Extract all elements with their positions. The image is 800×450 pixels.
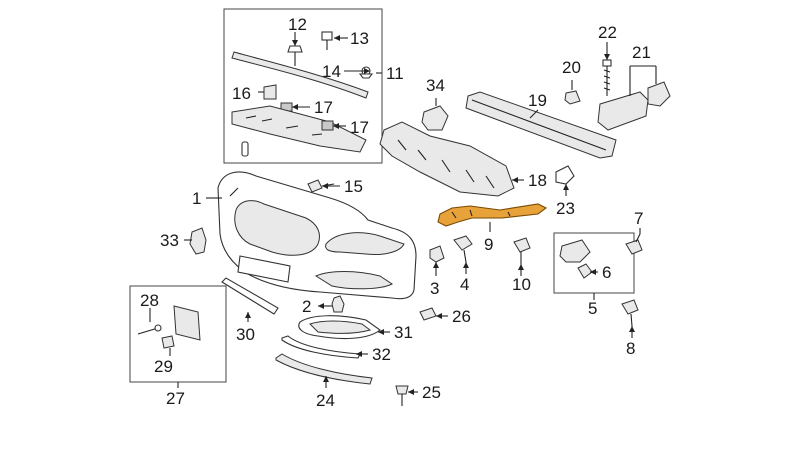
callout-2: 2 xyxy=(302,297,311,316)
callout-6: 6 xyxy=(602,263,611,282)
callout-30: 30 xyxy=(236,325,255,344)
callout-5: 5 xyxy=(588,299,597,318)
part-31-fog-bezel[interactable] xyxy=(298,315,381,339)
group-box-5 xyxy=(553,232,635,294)
callout-16: 16 xyxy=(232,84,251,103)
callout-27: 27 xyxy=(166,389,185,408)
part-28-screw[interactable] xyxy=(137,324,162,335)
part-grille-insert[interactable] xyxy=(241,141,249,157)
part-2-retainer[interactable] xyxy=(331,295,345,313)
part-20-nut[interactable] xyxy=(564,90,581,105)
callout-10: 10 xyxy=(512,275,531,294)
callout-23: 23 xyxy=(556,199,575,218)
part-33-bracket[interactable] xyxy=(189,227,207,255)
part-22-bolt[interactable] xyxy=(602,59,612,96)
part-4-bolt[interactable] xyxy=(453,235,473,263)
callout-11: 11 xyxy=(386,64,404,83)
part-30-license-bracket[interactable] xyxy=(221,277,279,315)
part-19-impact-bar[interactable] xyxy=(465,91,617,159)
part-18-energy-absorber[interactable] xyxy=(379,121,515,197)
callout-4: 4 xyxy=(460,275,469,294)
part-17b-clip[interactable] xyxy=(321,120,334,131)
callout-32: 32 xyxy=(372,345,391,364)
part-3-clip[interactable] xyxy=(429,245,445,263)
callout-34: 34 xyxy=(426,76,445,95)
part-12-screw[interactable] xyxy=(287,45,303,66)
callout-24: 24 xyxy=(316,391,335,410)
part-10-bolt[interactable] xyxy=(513,237,531,264)
callout-13: 13 xyxy=(350,29,369,48)
group-box-11 xyxy=(223,8,383,164)
part-26-pad[interactable] xyxy=(419,307,437,321)
part-9-reinforcement-highlighted[interactable] xyxy=(437,203,548,227)
callout-28: 28 xyxy=(140,291,159,310)
part-23-retainer[interactable] xyxy=(555,165,575,185)
callout-1: 1 xyxy=(192,189,201,208)
part-34-bracket[interactable] xyxy=(421,105,449,131)
part-6-clip[interactable] xyxy=(577,263,593,279)
callout-33: 33 xyxy=(160,231,179,250)
part-13-bolt[interactable] xyxy=(321,31,333,50)
part-8-bolt[interactable] xyxy=(621,299,639,327)
arrowheads xyxy=(245,35,635,395)
callout-19: 19 xyxy=(528,91,547,110)
callout-17a: 17 xyxy=(314,98,333,117)
callout-31: 31 xyxy=(394,323,413,342)
callout-22: 22 xyxy=(598,23,617,42)
callout-17b: 17 xyxy=(350,118,369,137)
callout-9: 9 xyxy=(484,235,493,254)
callout-29: 29 xyxy=(154,357,173,376)
callout-12: 12 xyxy=(288,15,307,34)
callout-20: 20 xyxy=(562,58,581,77)
part-11-grille-lower[interactable] xyxy=(231,105,367,153)
part-11-grille-upper[interactable] xyxy=(231,51,369,99)
callout-14: 14 xyxy=(322,62,341,81)
callout-labels: 12 13 14 11 16 17 17 34 19 20 22 21 18 2… xyxy=(140,15,651,410)
part-24-lower-molding[interactable] xyxy=(275,353,373,385)
part-16-bracket[interactable] xyxy=(263,84,277,100)
callout-7: 7 xyxy=(634,209,643,228)
part-25-bolt[interactable] xyxy=(395,385,409,406)
callout-18: 18 xyxy=(528,171,547,190)
callout-3: 3 xyxy=(430,279,439,298)
part-1-bumper-cover[interactable] xyxy=(217,171,417,300)
part-29-nut[interactable] xyxy=(161,335,175,349)
callout-8: 8 xyxy=(626,339,635,358)
part-5-bracket[interactable] xyxy=(559,239,591,263)
part-7-bolt[interactable] xyxy=(625,233,643,255)
callout-21: 21 xyxy=(632,43,651,62)
callout-25: 25 xyxy=(422,383,441,402)
part-21-mount-bracket[interactable] xyxy=(597,81,671,131)
part-32-molding[interactable] xyxy=(281,335,361,359)
callout-15: 15 xyxy=(344,177,363,196)
part-license-plate-mount[interactable] xyxy=(173,305,201,341)
callout-26: 26 xyxy=(452,307,471,326)
